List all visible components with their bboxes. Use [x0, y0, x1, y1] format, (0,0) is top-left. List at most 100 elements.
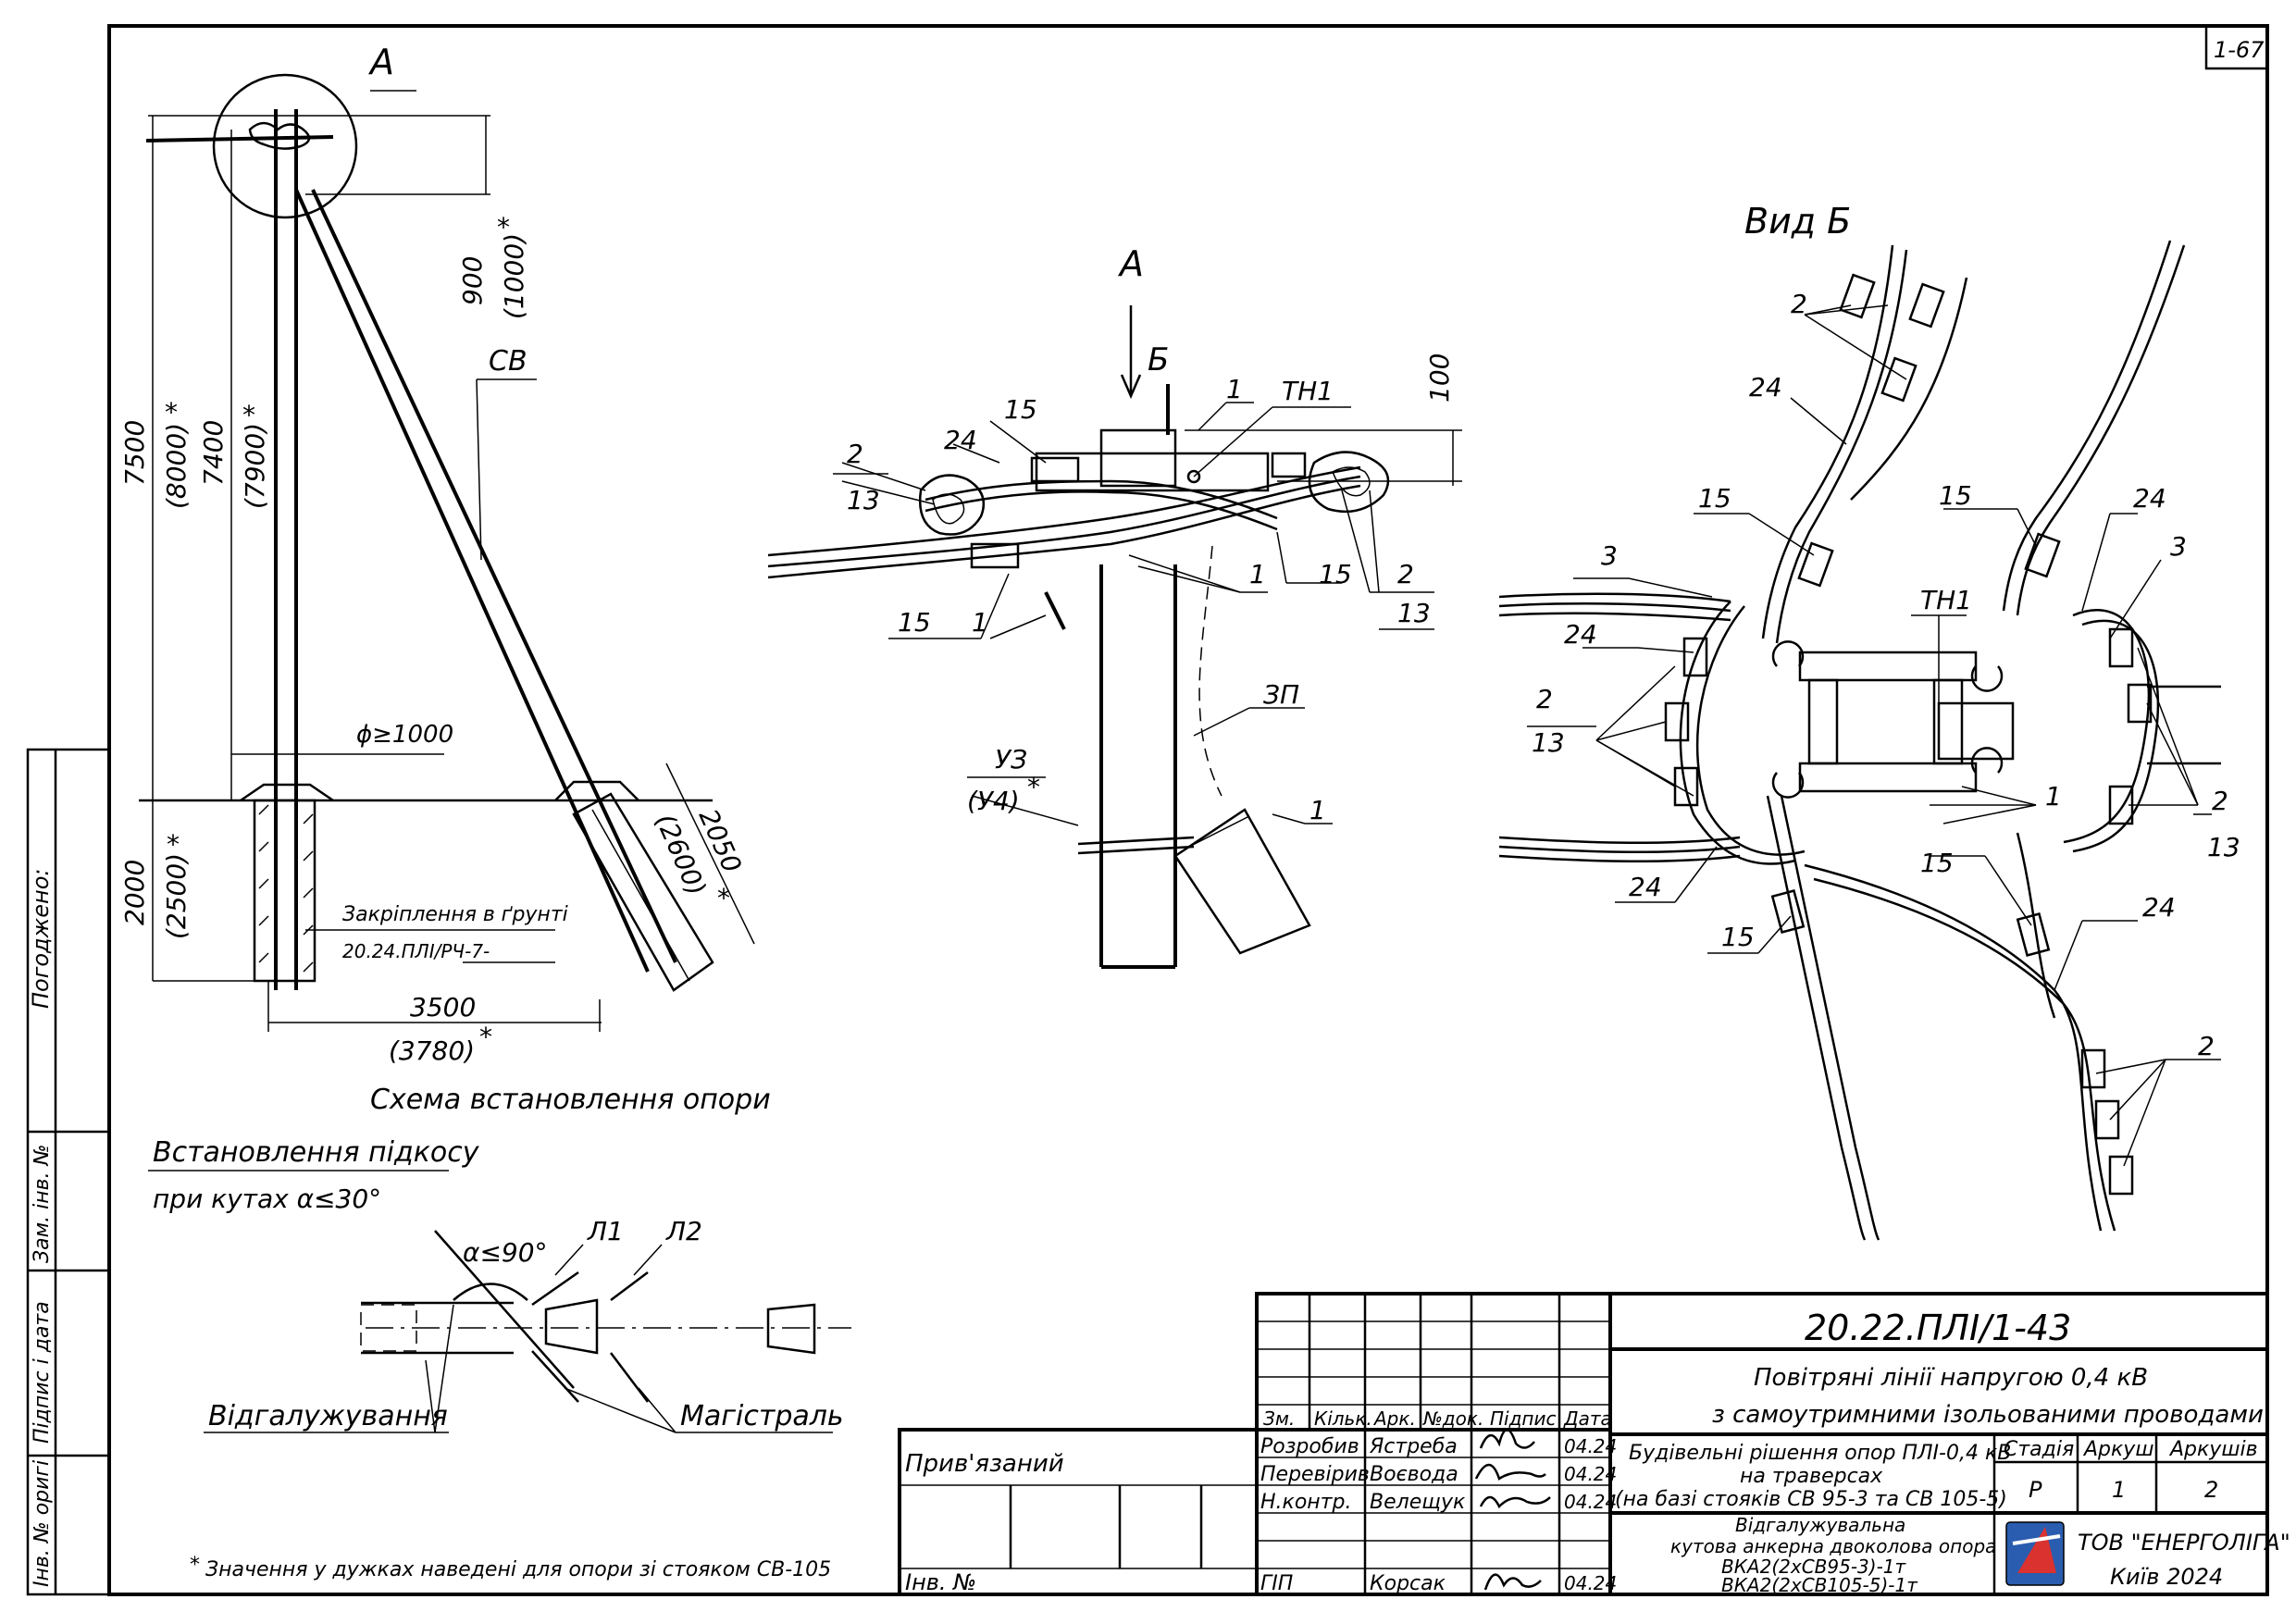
view-b-p13-right: 13 [2207, 832, 2240, 862]
strut-l2: Л2 [665, 1216, 702, 1246]
view-a-p1-mid: 1 [1249, 559, 1266, 589]
view-a-p15-mid: 15 [1319, 559, 1352, 589]
dim-star-4: * [167, 829, 180, 860]
stage-header: Стадія [2004, 1438, 2074, 1461]
drawing-line1: Відгалужувальна [1735, 1514, 1905, 1536]
sheet-value: 1 [2112, 1477, 2126, 1503]
name-2: Воєвода [1370, 1463, 1458, 1486]
view-b-p13-left: 13 [1532, 727, 1565, 758]
hdr-doc: №док. [1422, 1407, 1483, 1430]
view-b-p24-lower-left: 24 [1629, 872, 1662, 902]
hdr-qty: Кільк. [1314, 1407, 1372, 1430]
signature-1 [1479, 1428, 1535, 1449]
view-b-p24-left: 24 [1564, 619, 1597, 650]
hdr-date: Дата [1563, 1407, 1612, 1430]
view-a-p2-left: 2 [847, 439, 863, 469]
view-b: Вид Б [1498, 201, 2240, 1241]
role-3: Н.контр. [1260, 1491, 1351, 1514]
date-3: 04.24 [1564, 1491, 1617, 1513]
view-b-p15-lower-left: 15 [1721, 922, 1755, 952]
hdr-sign: Підпис [1490, 1407, 1557, 1430]
signature-3 [1479, 1495, 1551, 1509]
role-1: Розробив [1260, 1435, 1359, 1458]
stamp-inv-zam: Зам. інв. № [31, 1145, 54, 1264]
dim-2000: 2000 [119, 860, 150, 925]
view-b-p2-lower: 2 [2198, 1031, 2215, 1061]
view-a-p13-left: 13 [847, 485, 880, 515]
city-year: Київ 2024 [2110, 1564, 2223, 1590]
scheme-caption: Схема встановлення опори [370, 1084, 771, 1116]
dim-3500: 3500 [410, 992, 476, 1023]
view-a-p1-top: 1 [1226, 374, 1243, 404]
date-4: 04.24 [1564, 1572, 1617, 1594]
stamp-sign-date: Підпис і дата [31, 1301, 54, 1444]
dim-star-3: * [242, 400, 255, 430]
section-line1: Будівельні рішення опор ПЛІ-0,4 кВ [1629, 1442, 2011, 1465]
dim-1000: (1000) [499, 233, 529, 319]
stamp-inv-orig: Інв. № оригі [31, 1460, 54, 1587]
title-block: Зм. Кільк. Арк. №док. Підпис Дата Прив'я… [898, 1292, 2290, 1596]
view-b-p2-right: 2 [2212, 786, 2228, 816]
name-4: Корсак [1370, 1572, 1446, 1595]
view-b-title: Вид Б [1744, 201, 1851, 242]
role-4: ГІП [1260, 1572, 1293, 1595]
view-b-p24-top: 24 [1749, 372, 1782, 403]
dim-7400: 7400 [198, 420, 229, 486]
ground-ref: 20.24.ПЛІ/РЧ-7- [342, 940, 490, 962]
view-b-p3-right: 3 [2170, 531, 2187, 562]
ground-note: Закріплення в ґрунті [342, 903, 568, 926]
strut-title-2: при кутах α≤30° [153, 1184, 381, 1214]
scheme-view: А [119, 42, 771, 1116]
view-a-p1-left: 1 [972, 607, 988, 638]
dim-8000: (8000) [161, 423, 192, 509]
name-1: Ястреба [1369, 1435, 1458, 1458]
view-a: А Б [767, 243, 1462, 969]
view-a-arrow-b: Б [1148, 341, 1169, 378]
signature-4 [1483, 1573, 1542, 1591]
sv-label: СВ [489, 345, 527, 378]
dim-2500: (2500) [161, 853, 192, 939]
stamp-agreed: Погоджено: [28, 869, 54, 1009]
sheet-header: Аркуш [2082, 1438, 2153, 1461]
inv-no: Інв. № [905, 1569, 976, 1595]
role-2: Перевірив [1260, 1463, 1370, 1486]
callout-label-a: А [367, 42, 394, 82]
name-3: Велещук [1370, 1491, 1466, 1514]
dim-7900: (7900) [240, 423, 270, 509]
drawing-line2: кутова анкерна двоколова опора [1670, 1535, 1996, 1557]
date-2: 04.24 [1564, 1463, 1617, 1485]
dim-7500: 7500 [119, 420, 150, 486]
strut-main: Магістраль [680, 1400, 844, 1432]
company-logo [2005, 1521, 2065, 1586]
footnote: Значення у дужках наведені для опори зі … [205, 1558, 831, 1581]
drawing-line4: ВКА2(2хСВ105-5)-1т [1721, 1574, 1918, 1596]
view-b-p24-right: 24 [2133, 483, 2166, 514]
tied: Прив'язаний [905, 1450, 1064, 1478]
strut-view: Встановлення підкосу при кутах α≤30° α≤9… [148, 1136, 851, 1433]
side-stamp: Погоджено: Зам. інв. № Підпис і дата Інв… [26, 748, 111, 1596]
view-b-p15-right: 15 [1939, 480, 1972, 511]
view-b-p24-lower-right: 24 [2142, 892, 2176, 923]
view-a-dim-100: 100 [1424, 353, 1455, 403]
footnote-star: * [190, 1554, 200, 1577]
view-a-tn1: ТН1 [1282, 376, 1334, 406]
dim-900: 900 [457, 256, 488, 305]
sheets-header: Аркушів [2168, 1438, 2258, 1461]
view-b-p1: 1 [2045, 781, 2062, 812]
view-a-p1-cab: 1 [1309, 795, 1326, 825]
view-b-p2-left: 2 [1536, 684, 1553, 714]
project-line1: Повітряні лінії напругою 0,4 кВ [1754, 1364, 2148, 1392]
hdr-sheet: Арк. [1372, 1407, 1416, 1430]
view-a-p2-right: 2 [1397, 559, 1414, 589]
dia-label: ϕ≥1000 [356, 721, 453, 749]
dim-3780: (3780) [389, 1035, 475, 1066]
project-line2: з самоутримними ізольованими проводами [1712, 1401, 2264, 1429]
dim-star-1: * [497, 212, 510, 242]
view-b-p15-left: 15 [1698, 483, 1731, 514]
view-a-p15-top: 15 [1004, 394, 1037, 425]
view-b-tn1: ТН1 [1920, 585, 1972, 615]
strut-title-1: Встановлення підкосу [153, 1136, 480, 1169]
hdr-zm: Зм. [1263, 1407, 1295, 1430]
doc-code: 20.22.ПЛІ/1-43 [1805, 1308, 2071, 1348]
section-line2: на траверсах [1740, 1465, 1883, 1488]
